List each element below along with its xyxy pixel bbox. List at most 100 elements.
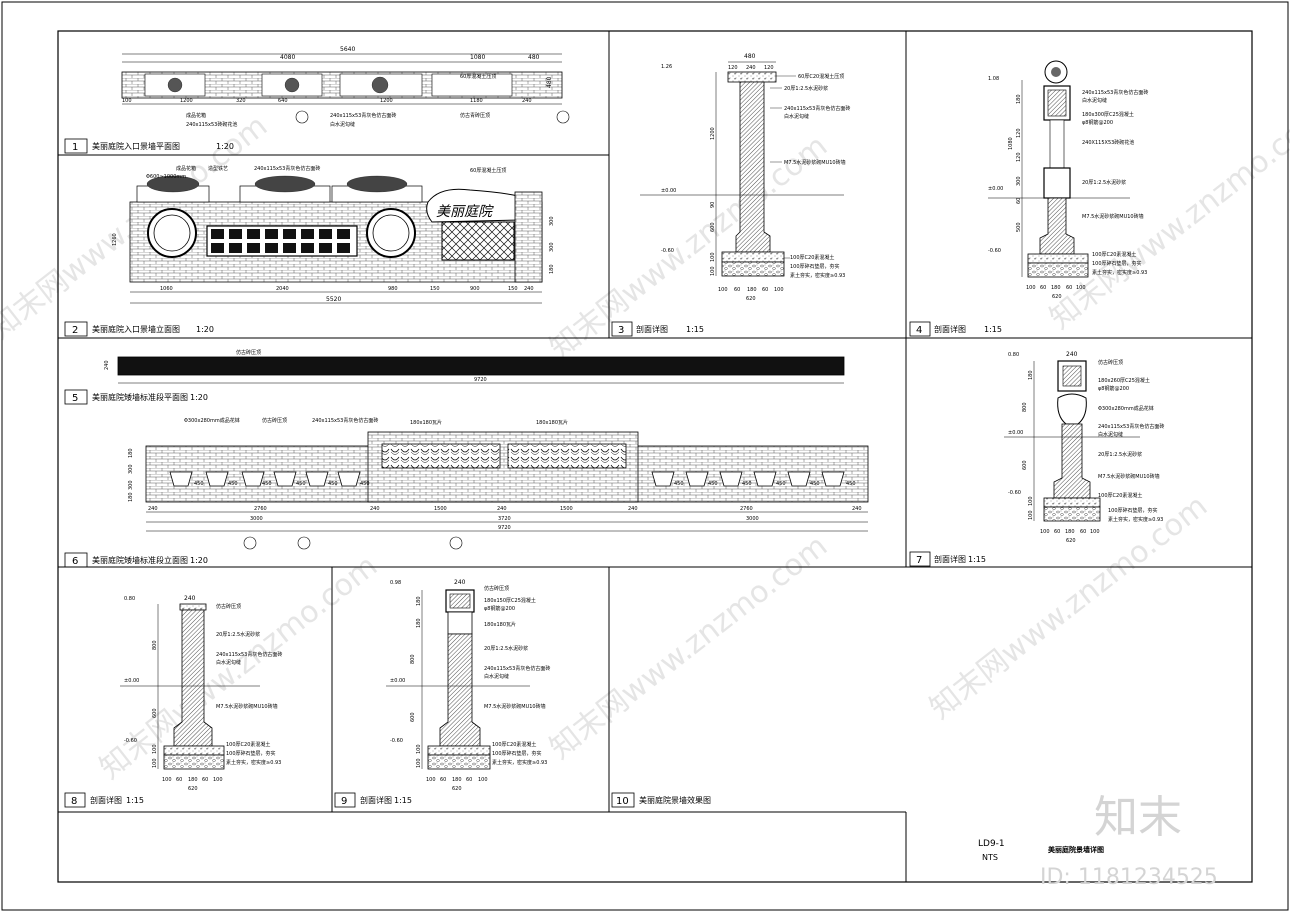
column-shaft bbox=[1049, 119, 1065, 169]
section-marker-icon bbox=[449, 536, 463, 550]
bottom-dim: 60 bbox=[734, 287, 740, 293]
note: 成品花箱 bbox=[186, 112, 206, 119]
v-dim: 100 bbox=[416, 744, 422, 754]
concrete-footing bbox=[721, 251, 785, 263]
note: M7.5水泥砂浆砌MU10砖墙 bbox=[1098, 473, 1160, 480]
note: φ8钢筋@200 bbox=[484, 605, 515, 612]
top-dim: 240 bbox=[454, 579, 466, 586]
pot-label: 450 bbox=[776, 481, 786, 487]
panel-scale: 1:15 bbox=[984, 325, 1002, 334]
note: 240x115x53砖砌花池 bbox=[186, 121, 237, 128]
level-mark: -0.60 bbox=[1008, 490, 1021, 496]
note: 仿古青砖压顶 bbox=[460, 112, 490, 119]
v-dim: 100 bbox=[1028, 510, 1034, 520]
level-mark: -0.60 bbox=[661, 248, 674, 254]
v-dim: 180 bbox=[1028, 370, 1034, 380]
panel-number: 10 bbox=[616, 796, 629, 807]
panel-scale: 1:20 bbox=[190, 393, 208, 402]
thickness-dim: 240 bbox=[104, 360, 110, 370]
sign-text: 美丽庭院 bbox=[436, 204, 494, 220]
dim-row1: 2760 bbox=[254, 506, 267, 512]
bottom-dim: 60 bbox=[202, 777, 208, 783]
base-dim: 620 bbox=[1052, 294, 1062, 300]
dim-bottom: 900 bbox=[470, 286, 480, 292]
level-mark: -0.60 bbox=[390, 738, 403, 744]
bottom-dim: 180 bbox=[1065, 529, 1075, 535]
note: 100厚C20素混凝土 bbox=[1092, 251, 1136, 258]
bottom-dim: 180 bbox=[452, 777, 462, 783]
shrub-icon bbox=[284, 77, 300, 93]
dim-row1: 1500 bbox=[434, 506, 447, 512]
panel-3-section: 480 120 240 120 1.26 ±0.00 -0.60 1200 90… bbox=[640, 53, 850, 302]
panel-number: 2 bbox=[72, 325, 78, 336]
dim-row1: 240 bbox=[497, 506, 507, 512]
panel-8-title: 8 剖面详图 1:15 bbox=[64, 792, 144, 808]
panel-5-title: 5 美丽庭院矮墙标准段平面图 1:20 bbox=[64, 389, 208, 405]
note: 20厚1:2.5水泥砂浆 bbox=[216, 631, 260, 638]
pillar bbox=[514, 191, 543, 283]
dim-segment: 1080 bbox=[470, 54, 485, 61]
brand-logo: 知末 bbox=[1094, 792, 1182, 843]
sheet-title: 美丽庭院景墙详图 bbox=[1048, 845, 1104, 854]
panel-title: 美丽庭院矮墙标准段平面图 bbox=[92, 392, 188, 402]
dim-height: 180 bbox=[549, 264, 555, 274]
bottom-dim: 60 bbox=[1040, 285, 1046, 291]
note: 白水泥勾缝 bbox=[330, 121, 355, 128]
gravel-bed bbox=[163, 754, 225, 770]
note: 240x115x53青灰色仿古面砖 bbox=[254, 165, 320, 172]
bottom-dim: 100 bbox=[1090, 529, 1100, 535]
top-sub-dim: 120 bbox=[728, 65, 738, 71]
v-dim: 800 bbox=[410, 654, 416, 664]
note: 白水泥勾缝 bbox=[216, 659, 241, 666]
level-mark: 1.08 bbox=[988, 76, 999, 82]
pot-label: 450 bbox=[708, 481, 718, 487]
flower-pot-icon bbox=[787, 471, 811, 487]
pot-label: 450 bbox=[194, 481, 204, 487]
bottom-dim: 100 bbox=[478, 777, 488, 783]
panel-title: 剖面详图 bbox=[90, 795, 122, 805]
note: 180x150厚C25混凝土 bbox=[484, 597, 536, 604]
dim-row1: 1500 bbox=[560, 506, 573, 512]
drawing-code: LD9-1 bbox=[978, 839, 1005, 849]
note: 20厚1:2.5水泥砂浆 bbox=[784, 85, 828, 92]
note: 仿古砖压顶 bbox=[236, 349, 261, 356]
note: 100厚碎石垫层，夯实 bbox=[226, 750, 276, 757]
panel-4-title: 4 剖面详图 1:15 bbox=[909, 321, 1002, 337]
gravel-bed bbox=[1027, 262, 1089, 278]
v-dim: 600 bbox=[710, 222, 716, 232]
dim-row2: 3000 bbox=[746, 516, 759, 522]
level-mark: ±0.00 bbox=[1008, 430, 1023, 436]
note: 100厚C20素混凝土 bbox=[1098, 492, 1142, 499]
dim-height: 300 bbox=[549, 216, 555, 226]
flower-pot-icon bbox=[337, 471, 361, 487]
brand-watermark: 知末 ID: 1181234525 bbox=[1040, 792, 1218, 890]
panel-9-title: 9 剖面详图 1:15 bbox=[334, 792, 412, 808]
note: 100厚C20素混凝土 bbox=[226, 741, 270, 748]
v-dim: 1200 bbox=[710, 127, 716, 140]
note: Φ300x280mm成品花钵 bbox=[1098, 405, 1154, 412]
shrub-icon bbox=[346, 175, 408, 193]
panel-title: 美丽庭院入口景墙立面图 bbox=[92, 324, 180, 334]
flower-pot-icon bbox=[651, 471, 675, 487]
level-mark: 0.80 bbox=[1008, 352, 1019, 358]
panel-grid bbox=[58, 31, 1252, 882]
lattice-panel bbox=[441, 221, 515, 261]
pot-label: 450 bbox=[846, 481, 856, 487]
scale-note: NTS bbox=[982, 853, 998, 862]
v-dim: 300 bbox=[1016, 176, 1022, 186]
note: 20厚1:2.5水泥砂浆 bbox=[1082, 179, 1126, 186]
dim-row1: 240 bbox=[852, 506, 862, 512]
note: 20厚1:2.5水泥砂浆 bbox=[1098, 451, 1142, 458]
section-marker-icon bbox=[295, 110, 309, 124]
note: 240x115x53青灰色仿古面砖 bbox=[312, 417, 378, 424]
flower-pot-icon bbox=[169, 471, 193, 487]
section-marker-icon bbox=[297, 536, 311, 550]
dim-row2: 3000 bbox=[250, 516, 263, 522]
coping bbox=[727, 71, 777, 83]
base-dim: 620 bbox=[188, 786, 198, 792]
wall-strip bbox=[117, 356, 845, 376]
note: 素土夯实，密实度≥0.93 bbox=[1108, 516, 1163, 523]
gravel-bed bbox=[721, 261, 785, 277]
bottom-dim: 180 bbox=[747, 287, 757, 293]
note: φ8钢筋@200 bbox=[1098, 385, 1129, 392]
